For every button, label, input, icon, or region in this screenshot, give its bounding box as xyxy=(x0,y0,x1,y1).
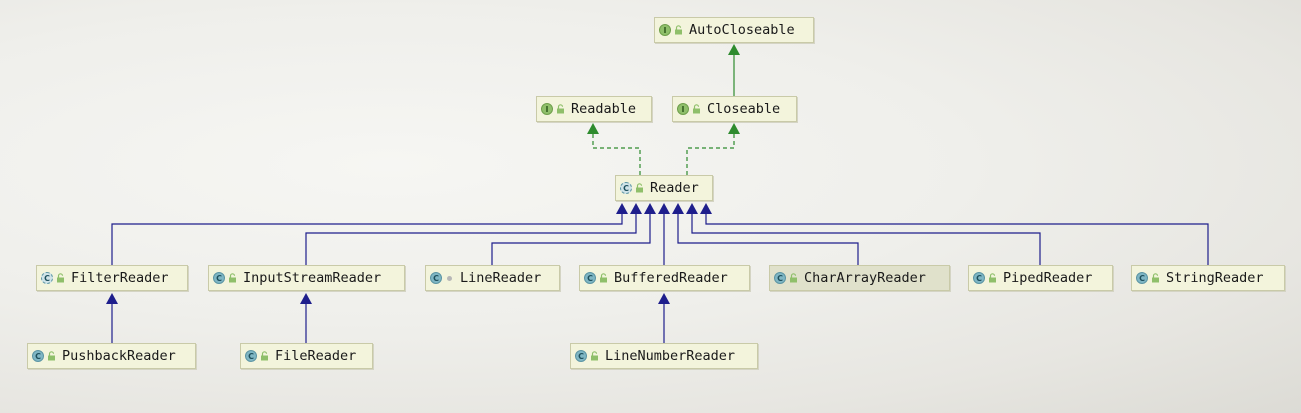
edge-reader-closeable xyxy=(686,123,740,175)
edge-bufferedreader-reader xyxy=(658,203,670,265)
edge-closeable-autocloseable xyxy=(728,44,740,96)
class-icon: C xyxy=(213,272,225,284)
lock-open-icon xyxy=(675,25,682,35)
lock-open-icon xyxy=(261,351,268,361)
edge-filereader-inputstreamreader xyxy=(300,293,312,343)
node-filterreader[interactable]: C FilterReader xyxy=(36,265,188,291)
node-label: StringReader xyxy=(1166,270,1264,286)
node-filereader[interactable]: C FileReader xyxy=(240,343,373,369)
node-pipedreader[interactable]: C PipedReader xyxy=(968,265,1113,291)
node-label: FilterReader xyxy=(71,270,169,286)
edge-stringreader-reader xyxy=(700,203,1209,265)
class-icon: C xyxy=(245,350,257,362)
interface-icon: I xyxy=(541,103,553,115)
edge-chararrayreader-reader xyxy=(672,203,859,265)
node-autocloseable[interactable]: I AutoCloseable xyxy=(654,17,814,43)
node-label: PushbackReader xyxy=(62,348,176,364)
edge-pipedreader-reader xyxy=(686,203,1041,265)
node-inputstreamreader[interactable]: C InputStreamReader xyxy=(208,265,405,291)
node-label: LineNumberReader xyxy=(605,348,736,364)
lock-open-icon xyxy=(229,273,236,283)
node-label: CharArrayReader xyxy=(804,270,926,286)
package-private-icon xyxy=(447,275,452,281)
node-readable[interactable]: I Readable xyxy=(536,96,652,122)
lock-open-icon xyxy=(636,183,643,193)
node-label: BufferedReader xyxy=(614,270,728,286)
node-label: AutoCloseable xyxy=(689,22,795,38)
class-icon: C xyxy=(575,350,587,362)
node-reader[interactable]: C Reader xyxy=(615,175,713,201)
edge-linenumberreader-bufferedreader xyxy=(658,293,670,343)
edge-inputstreamreader-reader xyxy=(305,203,642,265)
node-label: FileReader xyxy=(275,348,357,364)
class-icon: C xyxy=(1136,272,1148,284)
lock-open-icon xyxy=(790,273,797,283)
abstract-class-icon: C xyxy=(620,182,632,194)
lock-open-icon xyxy=(591,351,598,361)
node-closeable[interactable]: I Closeable xyxy=(672,96,797,122)
lock-open-icon xyxy=(989,273,996,283)
node-chararrayreader[interactable]: C CharArrayReader xyxy=(769,265,950,291)
lock-open-icon xyxy=(48,351,55,361)
node-linereader[interactable]: C LineReader xyxy=(425,265,560,291)
class-icon: C xyxy=(32,350,44,362)
node-pushbackreader[interactable]: C PushbackReader xyxy=(27,343,196,369)
edge-linereader-reader xyxy=(491,203,656,265)
class-icon: C xyxy=(584,272,596,284)
class-icon: C xyxy=(973,272,985,284)
edge-filterreader-reader xyxy=(111,203,628,265)
node-label: LineReader xyxy=(460,270,542,286)
node-linenumberreader[interactable]: C LineNumberReader xyxy=(570,343,758,369)
edge-reader-readable xyxy=(587,123,641,175)
interface-icon: I xyxy=(659,24,671,36)
node-label: Reader xyxy=(650,180,699,196)
lock-open-icon xyxy=(693,104,700,114)
abstract-class-icon: C xyxy=(41,272,53,284)
lock-open-icon xyxy=(557,104,564,114)
lock-open-icon xyxy=(600,273,607,283)
edge-pushbackreader-filterreader xyxy=(106,293,118,343)
lock-open-icon xyxy=(1152,273,1159,283)
interface-icon: I xyxy=(677,103,689,115)
node-bufferedreader[interactable]: C BufferedReader xyxy=(579,265,750,291)
class-icon: C xyxy=(774,272,786,284)
node-label: InputStreamReader xyxy=(243,270,382,286)
node-stringreader[interactable]: C StringReader xyxy=(1131,265,1285,291)
node-label: PipedReader xyxy=(1003,270,1093,286)
node-label: Readable xyxy=(571,101,637,117)
node-label: Closeable xyxy=(707,101,781,117)
class-icon: C xyxy=(430,272,442,284)
lock-open-icon xyxy=(57,273,64,283)
